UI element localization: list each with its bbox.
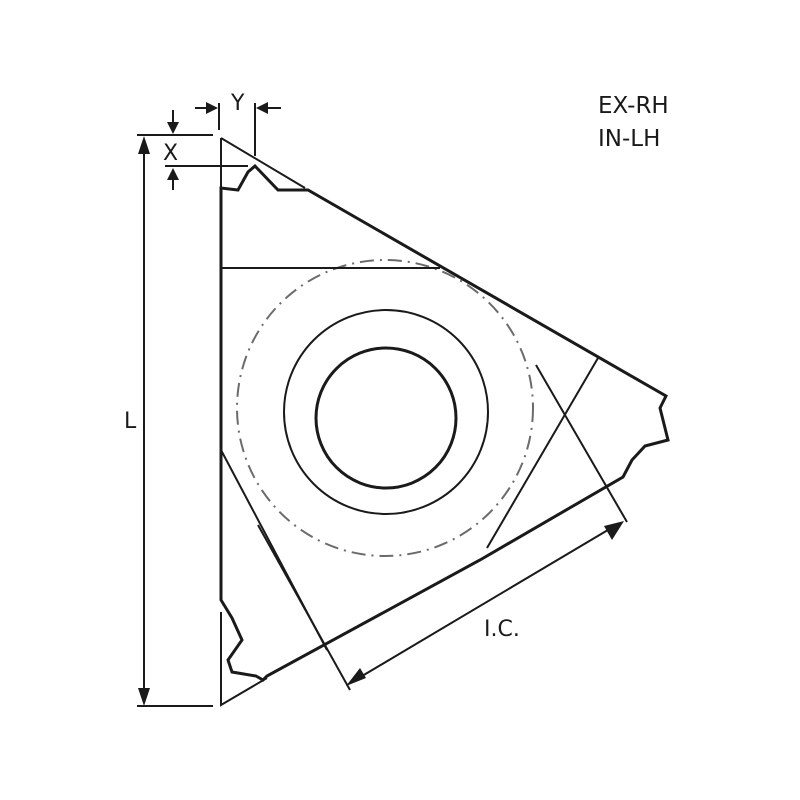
insert-outline bbox=[219, 163, 670, 682]
x-label: X bbox=[163, 141, 178, 166]
hand-designation-line2: IN-LH bbox=[598, 126, 660, 152]
l-arrow-top-icon bbox=[138, 136, 150, 154]
x-arrow-bottom-icon bbox=[167, 168, 179, 180]
y-label: Y bbox=[230, 91, 245, 116]
ic-arrow-upper-icon bbox=[604, 521, 624, 540]
counterbore-circle bbox=[283, 309, 489, 515]
y-arrow-left-icon bbox=[206, 102, 218, 114]
ic-dimension-line bbox=[351, 523, 619, 683]
l-label: L bbox=[124, 409, 137, 434]
ic-extension-line-upper bbox=[535, 364, 628, 523]
hand-designation-line1: EX-RH bbox=[598, 93, 669, 119]
chord-line-right bbox=[486, 357, 599, 549]
bore-circle bbox=[314, 346, 458, 490]
l-arrow-bottom-icon bbox=[138, 688, 150, 706]
y-arrow-right-icon bbox=[256, 102, 268, 114]
ic-label: I.C. bbox=[484, 617, 520, 642]
x-arrow-top-icon bbox=[167, 122, 179, 134]
ic-arrow-lower-icon bbox=[346, 668, 366, 686]
corner-edge-top-diagonal bbox=[220, 137, 306, 189]
inscribed-circle-centerline bbox=[236, 259, 534, 557]
corner-edge-bottom bbox=[220, 612, 268, 707]
ic-extension-line-lower bbox=[257, 524, 351, 691]
